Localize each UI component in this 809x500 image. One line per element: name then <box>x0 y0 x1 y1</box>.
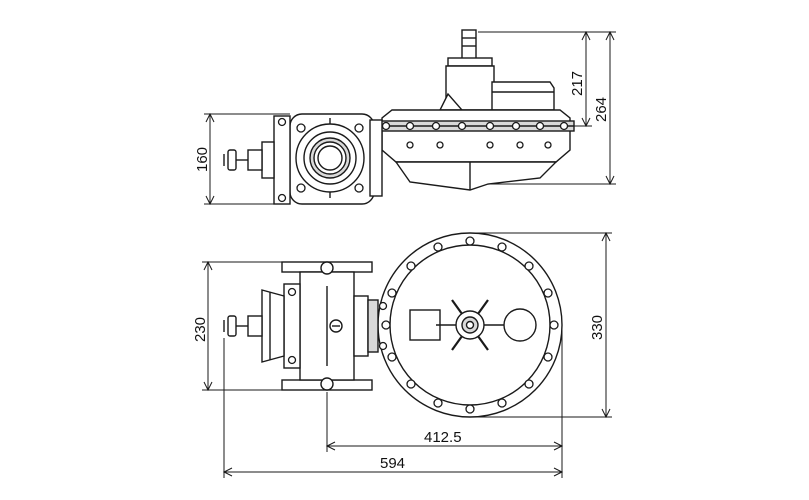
dim-217 <box>478 30 592 128</box>
dim-160 <box>204 112 290 206</box>
dim-label-594: 594 <box>380 455 405 472</box>
dim-label-230: 230 <box>192 317 209 342</box>
dim-label-217: 217 <box>569 71 586 96</box>
bottom-view <box>223 232 563 418</box>
dim-330 <box>470 231 612 419</box>
dim-label-264: 264 <box>593 97 610 122</box>
top-view <box>223 29 575 205</box>
valve-body-side <box>289 113 383 205</box>
perimeter-bolts <box>381 236 559 414</box>
diaphragm-plan <box>377 232 563 418</box>
inlet-pilot-side <box>223 115 291 205</box>
dim-264 <box>488 30 616 186</box>
dim-412-5 <box>325 330 564 452</box>
dim-230 <box>202 260 282 392</box>
dim-label-160: 160 <box>194 147 211 172</box>
diaphragm-case <box>377 109 575 191</box>
dimension-lines: 217 264 160 230 <box>192 30 616 478</box>
valve-body-plan <box>281 261 388 391</box>
case-bolts <box>381 121 569 149</box>
dim-label-412-5: 412.5 <box>424 429 462 446</box>
inlet-pilot-plan <box>223 283 301 369</box>
spring-bonnet <box>438 29 555 111</box>
dim-label-330: 330 <box>589 315 606 340</box>
dim-594 <box>222 338 564 478</box>
